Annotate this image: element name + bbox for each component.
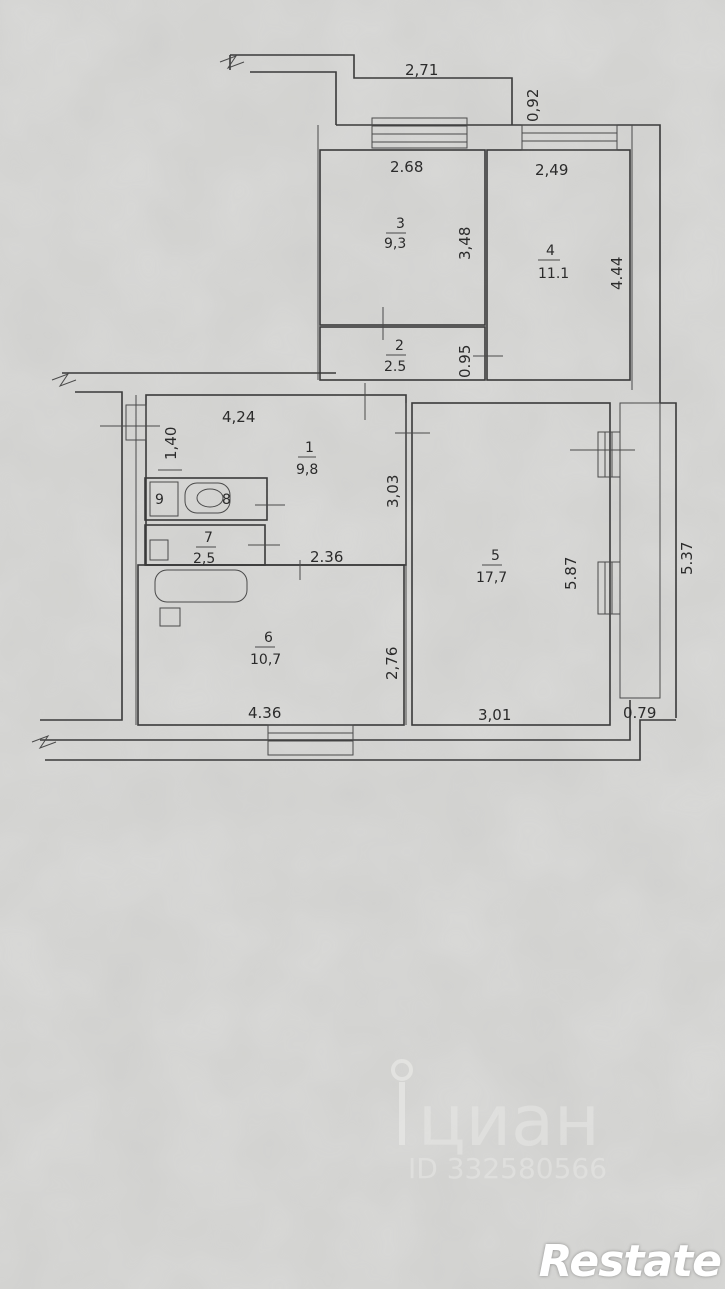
room-labels: 3 9,3 4 11.1 2 2.5 1 9,8 9 8 7 2,5 5 17,… [155, 216, 569, 668]
windows-top [371, 117, 618, 151]
bathtub-icon [154, 569, 248, 603]
watermark-text: циан [418, 1080, 600, 1162]
dim-0-92: 0,92 [524, 89, 542, 122]
break-marks [31, 54, 245, 750]
room-7-area: 2,5 [193, 551, 215, 567]
bathroom-fixtures [144, 477, 268, 627]
dim-4-24: 4,24 [222, 408, 255, 426]
dim-2-71: 2,71 [405, 61, 438, 79]
room-2-number: 2 [395, 338, 404, 354]
dimension-labels: 2,71 0,92 2.68 2,49 3,48 4.44 0.95 4,24 … [162, 61, 696, 724]
room-3-area: 9,3 [384, 236, 406, 252]
toilet-icon [184, 482, 231, 514]
room-1-area: 9,8 [296, 462, 318, 478]
dim-3-01: 3,01 [478, 706, 511, 724]
dim-5-37: 5.37 [678, 542, 696, 575]
room-6-number: 6 [264, 630, 273, 646]
dim-2-36: 2.36 [310, 548, 343, 566]
cian-watermark: циан ID 332580566 [391, 1059, 607, 1185]
dim-4-36: 4.36 [248, 704, 281, 722]
room-7-number: 7 [204, 530, 213, 546]
dim-2-68: 2.68 [390, 158, 423, 176]
restate-logo: Restate [538, 1236, 722, 1287]
outer-walls [40, 54, 677, 761]
room-4-number: 4 [546, 243, 555, 259]
dim-3-03: 3,03 [384, 475, 402, 508]
room-1-number: 1 [305, 440, 314, 456]
room-5-number: 5 [491, 548, 500, 564]
washer-icon [159, 607, 181, 627]
room-2-area: 2.5 [384, 359, 406, 375]
watermark-id: ID 332580566 [408, 1152, 607, 1185]
dim-0-95: 0.95 [456, 345, 474, 378]
door-ticks [100, 307, 635, 580]
dim-5-87: 5.87 [562, 557, 580, 590]
dim-4-44: 4.44 [608, 257, 626, 290]
dim-2-76: 2,76 [383, 647, 401, 680]
room-9-box [149, 481, 179, 517]
room-5-area: 17,7 [476, 570, 507, 586]
dim-3-48: 3,48 [456, 227, 474, 260]
dim-1-40: 1,40 [162, 427, 180, 460]
room-3-number: 3 [396, 216, 405, 232]
room-8-number: 8 [222, 492, 231, 508]
windows-side [125, 404, 621, 756]
room-6-area: 10,7 [250, 652, 281, 668]
dim-2-49: 2,49 [535, 161, 568, 179]
upper-rooms [317, 125, 633, 390]
dim-0-79: 0.79 [623, 704, 656, 722]
room-4-area: 11.1 [538, 266, 569, 282]
room-9-number: 9 [155, 492, 164, 508]
sink-icon [149, 539, 169, 561]
